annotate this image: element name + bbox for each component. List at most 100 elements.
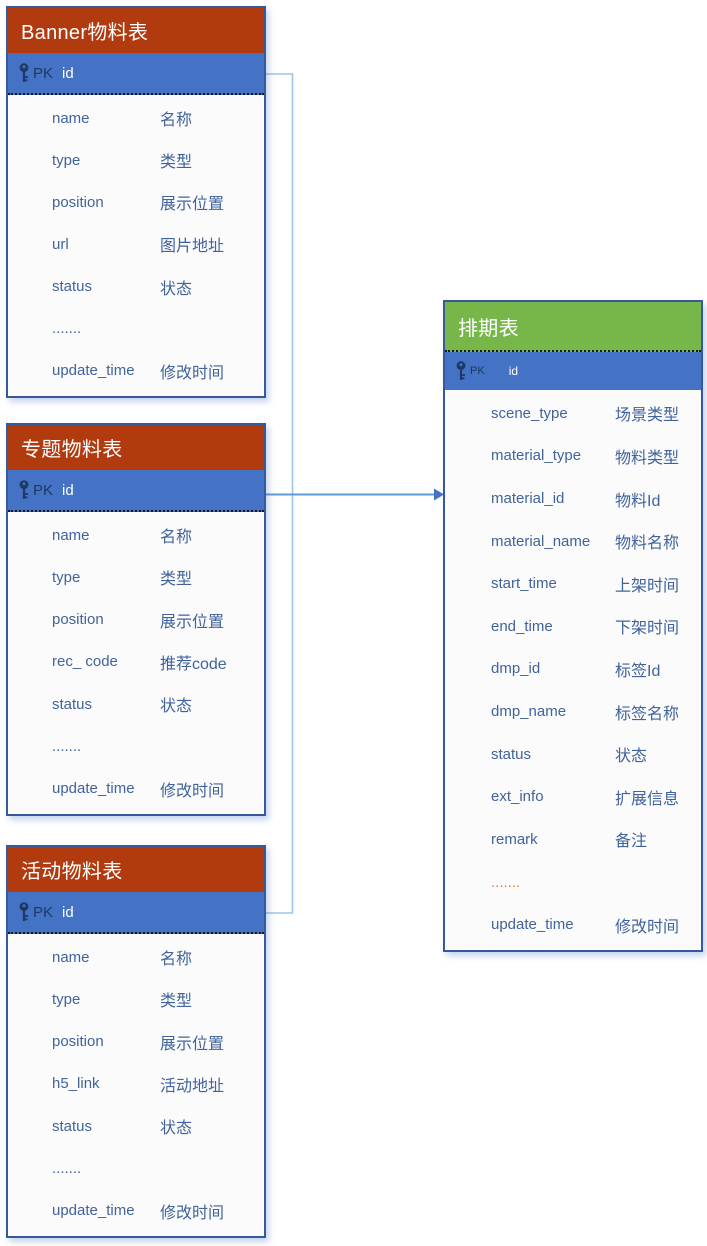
table-title: Banner物料表	[8, 8, 264, 53]
field-name: name	[52, 526, 90, 544]
field-name: update_time	[491, 916, 574, 934]
field-row: scene_type 场景类型	[445, 392, 701, 435]
field-label: 名称	[160, 112, 193, 130]
field-label: 修改时间	[615, 918, 680, 936]
field-name: material_name	[491, 532, 591, 550]
field-label: 名称	[160, 529, 193, 547]
field-label: 修改时间	[160, 1204, 225, 1222]
table-title: 活动物料表	[8, 847, 264, 892]
field-name: remark	[491, 830, 538, 848]
field-row: name 名称	[8, 936, 264, 978]
field-name: .......	[491, 873, 521, 891]
field-name: .......	[52, 738, 82, 756]
field-name: url	[52, 235, 69, 253]
field-name: update_time	[52, 362, 135, 380]
field-name: name	[52, 948, 90, 966]
field-row: name 名称	[8, 97, 264, 139]
field-name: name	[52, 109, 90, 127]
field-label: 展示位置	[160, 613, 225, 631]
field-label: 状态	[160, 280, 193, 298]
field-name: update_time	[52, 1202, 135, 1220]
field-row: update_time 修改时间	[8, 1190, 264, 1232]
pk-field: id	[62, 64, 74, 82]
field-label: 状态	[160, 698, 193, 716]
field-label: 活动地址	[160, 1077, 225, 1095]
field-name: type	[52, 151, 81, 169]
field-row: dmp_id 标签Id	[445, 648, 701, 691]
field-name: start_time	[491, 575, 557, 593]
field-row: update_time 修改时间	[445, 903, 701, 946]
pk-row: PK id	[445, 352, 701, 390]
field-row: material_name 物料名称	[445, 520, 701, 563]
pk-row: PK id	[8, 53, 264, 95]
field-name: position	[52, 611, 104, 629]
key-icon	[455, 361, 468, 381]
pk-label: PK	[470, 365, 485, 377]
field-label: 扩展信息	[615, 790, 680, 808]
field-row: .......	[8, 725, 264, 767]
field-name: status	[52, 1117, 93, 1135]
field-label: 类型	[160, 993, 193, 1011]
field-label: 类型	[160, 571, 193, 589]
field-label: 修改时间	[160, 782, 225, 800]
key-icon	[18, 902, 31, 922]
field-name: type	[52, 568, 81, 586]
field-label: 下架时间	[615, 620, 680, 638]
table-title: 排期表	[445, 302, 701, 352]
field-name: dmp_id	[491, 660, 541, 678]
field-row: status 状态	[445, 733, 701, 776]
field-label: 状态	[160, 1120, 193, 1138]
field-row: .......	[445, 861, 701, 904]
connector-activity-to-schedule	[266, 494, 294, 914]
field-row: remark 备注	[445, 818, 701, 861]
field-row: status 状态	[8, 1105, 264, 1147]
field-name: .......	[52, 1160, 82, 1178]
field-row: .......	[8, 308, 264, 350]
pk-label: PK	[33, 481, 54, 499]
field-row: type 类型	[8, 556, 264, 598]
pk-field: id	[62, 903, 74, 921]
field-row: h5_link 活动地址	[8, 1063, 264, 1105]
field-row: update_time 修改时间	[8, 768, 264, 810]
field-row: .......	[8, 1147, 264, 1189]
field-row: name 名称	[8, 514, 264, 556]
table-title: 专题物料表	[8, 425, 264, 470]
field-label: 备注	[615, 833, 648, 851]
field-label: 物料Id	[615, 492, 661, 510]
field-name: update_time	[52, 780, 135, 798]
pk-label: PK	[33, 64, 54, 82]
pk-row: PK id	[8, 892, 264, 934]
field-label: 状态	[615, 748, 648, 766]
field-label: 推荐code	[160, 655, 227, 673]
connector-banner-to-schedule	[266, 73, 294, 495]
field-name: scene_type	[491, 404, 568, 422]
field-label: 标签Id	[615, 662, 661, 680]
field-name: status	[491, 745, 532, 763]
field-row: start_time 上架时间	[445, 562, 701, 605]
field-label: 上架时间	[615, 577, 680, 595]
field-name: status	[52, 278, 93, 296]
field-label: 名称	[160, 951, 193, 969]
field-name: h5_link	[52, 1075, 100, 1093]
field-label: 物料名称	[615, 535, 680, 553]
field-label: 场景类型	[615, 407, 680, 425]
field-name: position	[52, 1033, 104, 1051]
pk-field: id	[508, 364, 519, 378]
